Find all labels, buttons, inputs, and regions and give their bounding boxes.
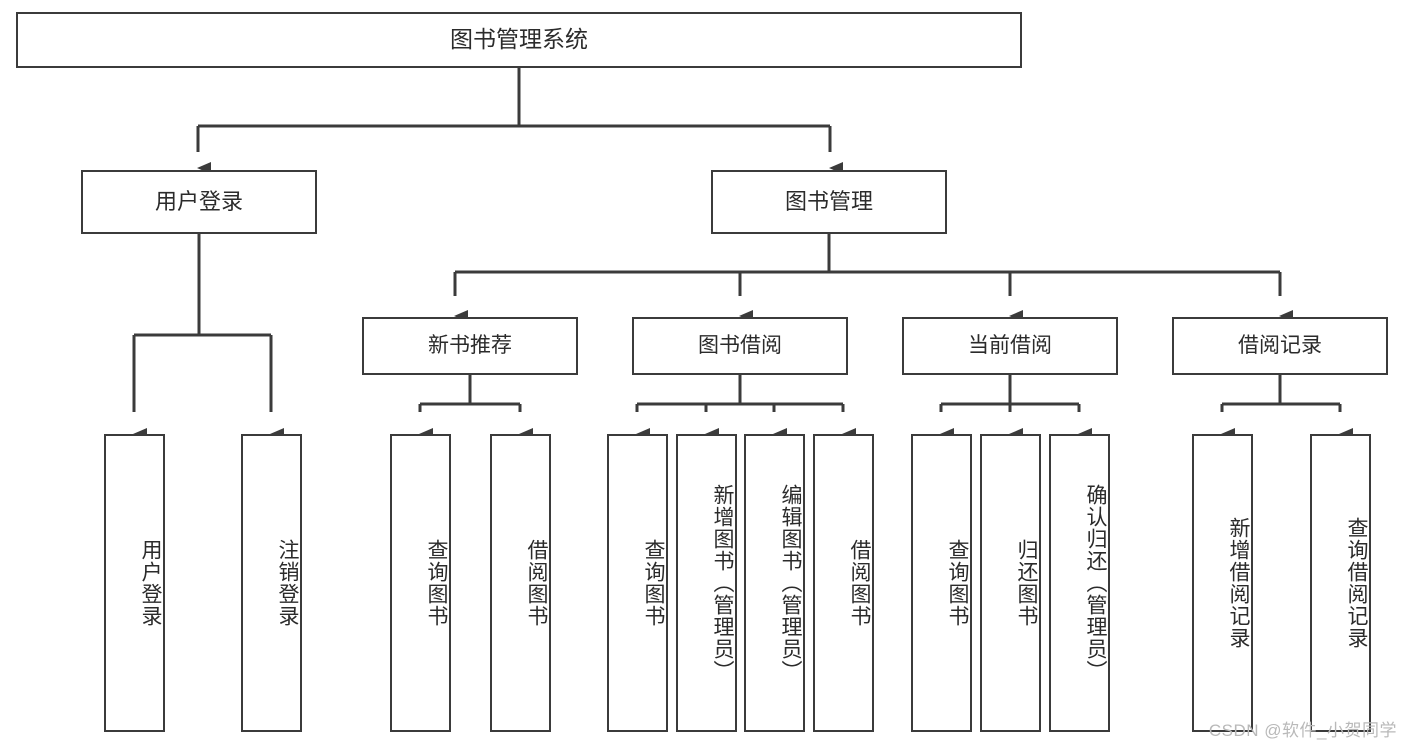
leaf-new-book-query[interactable]: 查询图书 [390,434,451,732]
node-label: 编辑图书（管理员） [779,484,802,682]
leaf-book-borrow-query[interactable]: 查询图书 [607,434,668,732]
node-label: 查询图书 [946,539,969,627]
node-label: 图书管理系统 [450,26,588,53]
node-label: 新增图书（管理员） [711,484,734,682]
node-borrow-record[interactable]: 借阅记录 [1172,317,1388,375]
leaf-user-login-login[interactable]: 用户登录 [104,434,165,732]
node-label: 注销登录 [276,539,299,627]
node-book-management[interactable]: 图书管理 [711,170,947,234]
node-root-system[interactable]: 图书管理系统 [16,12,1022,68]
node-label: 查询借阅记录 [1345,517,1368,649]
node-label: 新增借阅记录 [1227,517,1250,649]
node-label: 新书推荐 [428,333,512,357]
leaf-user-login-logout[interactable]: 注销登录 [241,434,302,732]
leaf-book-borrow-edit[interactable]: 编辑图书（管理员） [744,434,805,732]
leaf-new-book-borrow[interactable]: 借阅图书 [490,434,551,732]
node-label: 图书借阅 [698,333,782,357]
node-label: 用户登录 [154,188,243,214]
node-label: 查询图书 [425,539,448,627]
node-label: 借阅图书 [525,539,548,627]
node-current-borrow[interactable]: 当前借阅 [902,317,1118,375]
node-label: 当前借阅 [968,333,1052,357]
leaf-current-borrow-confirm-return[interactable]: 确认归还（管理员） [1049,434,1110,732]
leaf-borrow-record-add[interactable]: 新增借阅记录 [1192,434,1253,732]
node-label: 查询图书 [642,539,665,627]
node-label: 用户登录 [139,539,162,627]
node-label: 借阅记录 [1238,333,1322,357]
node-book-borrow[interactable]: 图书借阅 [632,317,848,375]
node-label: 借阅图书 [848,539,871,627]
leaf-borrow-record-query[interactable]: 查询借阅记录 [1310,434,1371,732]
leaf-current-borrow-return[interactable]: 归还图书 [980,434,1041,732]
node-label: 确认归还（管理员） [1084,484,1107,682]
node-label: 图书管理 [784,188,873,214]
csdn-watermark: CSDN @软件_小贺同学 [1208,721,1397,740]
leaf-current-borrow-query[interactable]: 查询图书 [911,434,972,732]
leaf-book-borrow-borrow[interactable]: 借阅图书 [813,434,874,732]
node-user-login[interactable]: 用户登录 [81,170,317,234]
node-label: 归还图书 [1015,539,1038,627]
leaf-book-borrow-add[interactable]: 新增图书（管理员） [676,434,737,732]
node-new-book-recommend[interactable]: 新书推荐 [362,317,578,375]
